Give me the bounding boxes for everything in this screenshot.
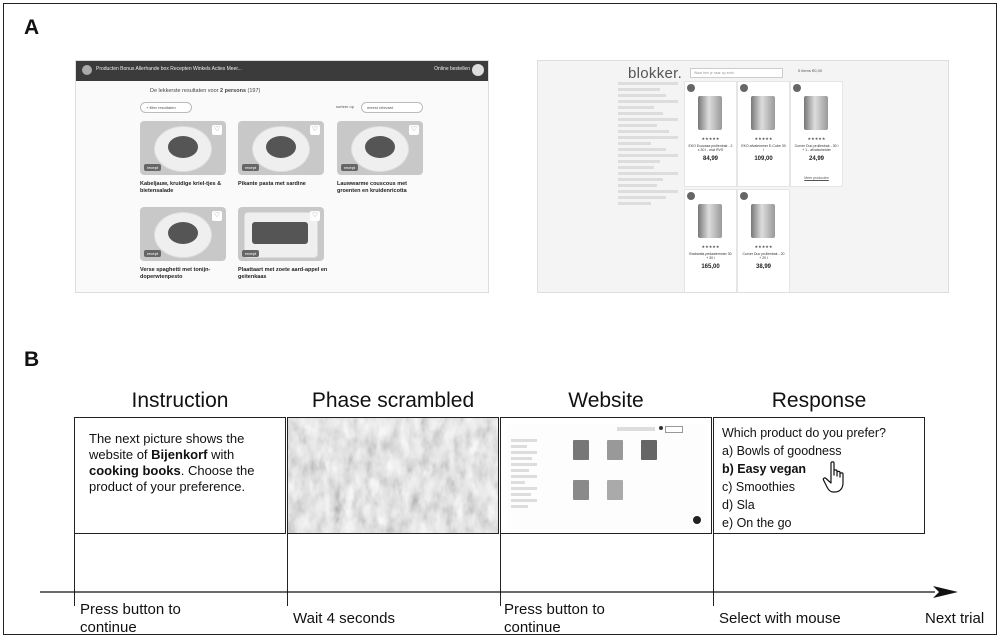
product-card: ★★★★★Curver Duo prullenbak - 30 l + 1 - …	[790, 81, 843, 187]
phase-scrambled-noise	[288, 418, 498, 533]
ah-sort-select: meest relevant	[361, 102, 423, 113]
option-b[interactable]: b) Easy vegan	[722, 462, 807, 476]
recipe-image: recept♡	[337, 121, 423, 175]
figure-frame: A Producten Bonus Allerhande box Recepte…	[3, 3, 997, 636]
filter-column	[511, 436, 537, 516]
phase-title-response: Response	[771, 389, 867, 412]
recipe-image: recept♡	[238, 121, 324, 175]
ah-nav: Producten Bonus Allerhande box Recepten …	[96, 66, 242, 72]
response-content: Which product do you prefer? a) Bowls of…	[714, 418, 924, 532]
product-card: ★★★★★EKO Ecocasa prullenbak - 2 x 30 l -…	[684, 81, 737, 187]
option-a[interactable]: a) Bowls of goodness	[722, 444, 842, 458]
hand-cursor-icon	[822, 461, 844, 493]
instruction-box: The next picture shows the website of Bi…	[74, 417, 286, 534]
ah-top-bar: Producten Bonus Allerhande box Recepten …	[76, 61, 488, 81]
category-name: cooking books	[89, 463, 181, 478]
caption-scrambled: Wait 4 seconds	[293, 610, 395, 627]
recipe-title: Kabeljauw, kruidige kriel-tjes & bietens…	[140, 181, 222, 194]
more-products-link: Meer producten	[804, 176, 829, 180]
chat-icon	[693, 516, 701, 524]
caption-next-trial: Next trial	[925, 610, 985, 627]
ah-result-caption: De lekkerste resultaten voor 2 persons (…	[150, 88, 261, 94]
timeline-tick	[500, 534, 501, 606]
blokker-filter-sidebar	[618, 79, 678, 292]
timeline-tick	[74, 534, 75, 606]
bijenkorf-screenshot	[507, 424, 705, 529]
blokker-cart: 0 items €0,00	[798, 68, 823, 73]
recipe-title: Lauwwarme couscous met groenten en kruid…	[337, 181, 407, 194]
ah-user-icon	[472, 64, 484, 76]
ah-filter-button: + filter resultaten	[140, 102, 192, 113]
recipe-title: Pikante pasta met sardine	[238, 181, 306, 187]
caption-response: Select with mouse	[719, 610, 841, 627]
timeline-arrow	[40, 586, 958, 598]
ah-login: Online bestellen	[434, 66, 470, 72]
recipe-image: recept♡	[238, 207, 324, 261]
phase-title-scrambled: Phase scrambled	[311, 389, 475, 412]
panel-a-label: A	[24, 16, 40, 39]
recipe-title: Verse spaghetti met tonijn-doperwtenpest…	[140, 267, 211, 280]
scrambled-box	[287, 417, 499, 534]
option-e[interactable]: e) On the go	[722, 516, 792, 530]
response-question: Which product do you prefer?	[722, 426, 886, 440]
response-box: Which product do you prefer? a) Bowls of…	[713, 417, 925, 534]
timeline-tick	[287, 534, 288, 606]
timeline-tick	[713, 534, 714, 606]
recipe-image: recept♡	[140, 121, 226, 175]
instruction-text: The next picture shows the website of Bi…	[89, 431, 255, 494]
phase-title-website: Website	[568, 389, 644, 412]
website-box	[500, 417, 712, 534]
ah-screenshot: Producten Bonus Allerhande box Recepten …	[75, 60, 489, 293]
phase-title-instruction: Instruction	[131, 389, 229, 412]
panel-b-label: B	[24, 348, 40, 371]
option-d[interactable]: d) Sla	[722, 498, 755, 512]
recipe-title: Plaattaart met zoete aard-appel en geite…	[238, 267, 328, 280]
ah-logo-icon	[82, 65, 92, 75]
blokker-search: Waar ben je naar op zoek	[690, 68, 783, 78]
blokker-logo: blokker.	[628, 65, 683, 82]
blokker-screenshot: blokker. Waar ben je naar op zoek 0 item…	[537, 60, 949, 293]
brand-name: Bijenkorf	[151, 447, 208, 462]
option-c[interactable]: c) Smoothies	[722, 480, 795, 494]
ah-sort-label: sorteer op	[336, 104, 355, 109]
recipe-image: recept♡	[140, 207, 226, 261]
